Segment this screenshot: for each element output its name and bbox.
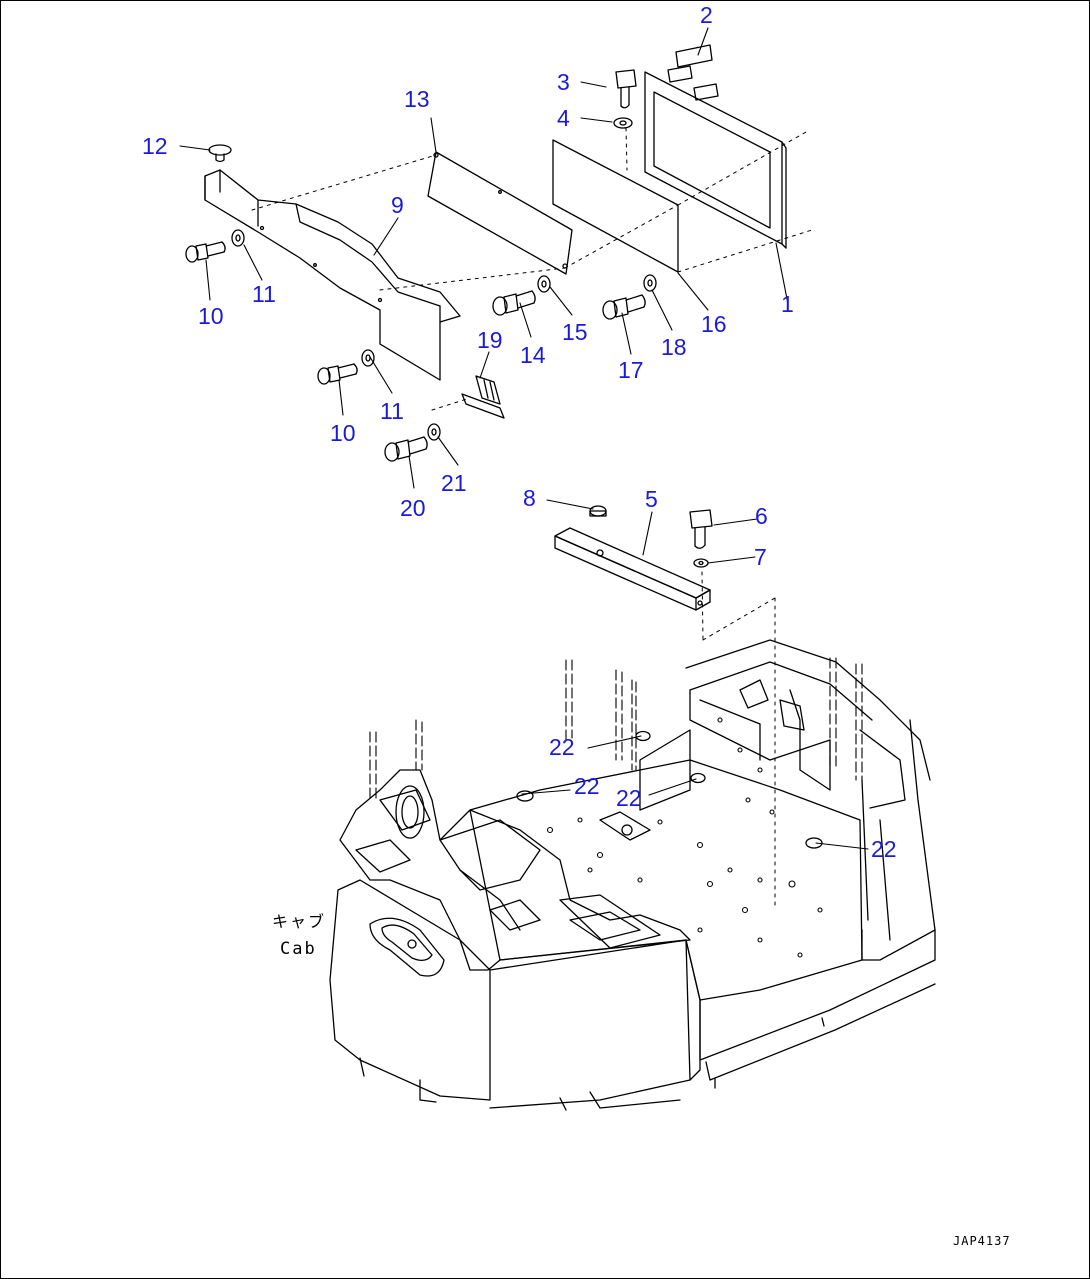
callout-17: 17 <box>618 357 644 383</box>
callout-14: 14 <box>520 342 546 368</box>
part-19-hinge <box>461 375 505 419</box>
drawing-number: JAP4137 <box>953 1234 1011 1248</box>
part-22-grommets <box>516 730 823 849</box>
part-11-washer-lower <box>361 349 375 367</box>
callout-18: 18 <box>661 334 687 360</box>
callout-22-b: 22 <box>574 773 600 799</box>
part-21-washer <box>427 423 441 441</box>
part-20-bolt <box>384 436 428 462</box>
part-12-clip <box>208 144 232 163</box>
projection-lines <box>251 127 813 907</box>
leader-lines <box>179 27 869 850</box>
part-3-bolt <box>615 69 637 109</box>
callout-1: 1 <box>781 291 794 317</box>
callout-10-upper: 10 <box>198 303 224 329</box>
callout-22-c: 22 <box>616 785 642 811</box>
callout-6: 6 <box>755 503 768 529</box>
callout-19: 19 <box>477 327 503 353</box>
part-9-handrail-cover <box>204 169 461 381</box>
part-6-bolt <box>689 509 713 549</box>
part-11-washer-upper <box>231 229 245 247</box>
part-10-bolt-upper <box>185 241 226 263</box>
callout-2: 2 <box>700 2 713 28</box>
callout-16: 16 <box>701 311 727 337</box>
cab-label-english: Cab <box>280 939 317 959</box>
part-1-frame-plate <box>644 71 787 249</box>
part-8-nut <box>589 505 607 517</box>
part-13-cover <box>427 151 573 275</box>
callout-11-lower: 11 <box>380 398 404 424</box>
callout-4: 4 <box>557 105 570 131</box>
callout-21: 21 <box>441 470 467 496</box>
callout-9: 9 <box>391 192 404 218</box>
callout-11-upper: 11 <box>252 281 276 307</box>
callout-15: 15 <box>562 319 588 345</box>
cab-label-japanese: キャブ <box>272 912 327 931</box>
part-4-washer <box>613 117 633 129</box>
part-18-washer <box>643 274 657 292</box>
part-2-labels <box>667 44 719 101</box>
callout-7: 7 <box>754 544 767 570</box>
part-14-bolt <box>492 290 536 316</box>
callout-5: 5 <box>645 486 658 512</box>
callout-12: 12 <box>142 133 168 159</box>
callout-3: 3 <box>557 69 570 95</box>
part-10-bolt-lower <box>317 363 358 385</box>
part-7-washer <box>693 558 709 568</box>
callout-20: 20 <box>400 495 426 521</box>
callout-8: 8 <box>523 485 536 511</box>
callout-13: 13 <box>404 86 430 112</box>
callout-10-lower: 10 <box>330 420 356 446</box>
part-17-bolt <box>602 294 646 320</box>
part-16-panel <box>552 139 679 273</box>
cab-floor-assembly <box>329 639 936 1111</box>
callout-22-d: 22 <box>871 836 897 862</box>
callout-22-a: 22 <box>549 734 575 760</box>
part-5-bracket <box>554 527 711 611</box>
part-15-washer <box>537 275 551 293</box>
